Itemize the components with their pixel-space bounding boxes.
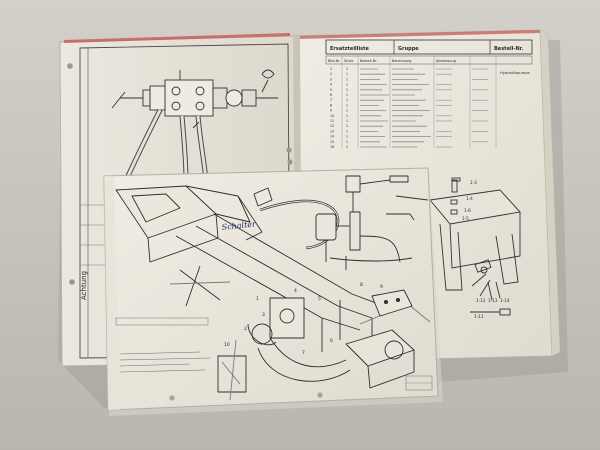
row-qty: 1: [346, 98, 348, 102]
row-pos: 16: [330, 145, 334, 149]
row-pos: 14: [330, 135, 334, 139]
front-drawing-sheet: Schalter 1 2 3 4 5 6 7 8 9 10: [103, 167, 443, 416]
row-qty: 1: [346, 135, 348, 139]
callout-number: 8: [360, 282, 363, 288]
callout-label: 1-11: [474, 314, 484, 319]
caption-block: [115, 317, 211, 373]
col-part: Bestell-Nr.: [360, 59, 377, 63]
row-qty: 1: [346, 145, 348, 149]
row-qty: 1: [346, 67, 348, 71]
callout-label: 1-6: [464, 208, 471, 213]
row-pos: 10: [330, 114, 334, 118]
row-qty: 1: [346, 83, 348, 87]
callout-label: 1-14: [500, 298, 510, 303]
row-qty: 1: [346, 114, 348, 118]
table-row: 16 1: [330, 145, 452, 149]
parts-list-columns: Bild-Nr. Stück Bestell-Nr. Benennung Abm…: [325, 55, 533, 148]
callout-number: 7: [302, 350, 305, 356]
col-name: Benennung: [392, 59, 411, 63]
punch-hole: [286, 147, 292, 153]
row-pos: 9: [330, 109, 332, 113]
row-pos: 5: [330, 88, 332, 92]
table-row: 14 1: [330, 135, 452, 139]
punch-hole: [67, 63, 73, 69]
row-qty: 1: [346, 109, 348, 113]
row-qty: 1: [346, 129, 348, 133]
table-row: 12 1: [330, 124, 427, 128]
callout-label: 1-12: [476, 298, 486, 303]
row-pos: 13: [330, 129, 334, 133]
row-qty: 1: [346, 72, 348, 76]
row-pos: 1: [330, 67, 332, 71]
parts-list-header: Ersatzteilliste Gruppe Bestell-Nr.: [325, 39, 533, 55]
row-qty: 1: [346, 124, 348, 128]
punch-hole: [169, 395, 175, 401]
table-row: 15 1: [330, 140, 488, 144]
row-qty: 1: [346, 119, 348, 123]
col-qty: Stück: [344, 59, 353, 63]
header-order-no: Bestell-Nr.: [494, 46, 523, 52]
callout-number: 9: [380, 284, 383, 290]
handwritten-note: Schalter: [221, 219, 257, 232]
row-pos: 3: [330, 77, 332, 81]
row-pos: 7: [330, 98, 332, 102]
callout-number: 1: [256, 296, 259, 302]
row-qty: 1: [346, 88, 348, 92]
front-callouts: 1 2 3 4 5 6 7 8 9 10: [224, 282, 383, 356]
row-pos: 11: [330, 119, 334, 123]
punch-hole: [287, 159, 293, 165]
callout-label: 1-5: [462, 216, 469, 221]
header-title: Ersatzteilliste: [330, 46, 370, 52]
col-dim: Abmessung: [436, 59, 456, 63]
callout-label: 1-3: [470, 180, 477, 185]
callout-number: 6: [330, 338, 333, 344]
side-note: Hydraulikpumpe: [500, 71, 530, 75]
row-pos: 2: [330, 72, 332, 76]
row-pos: 15: [330, 140, 334, 144]
punch-hole: [317, 392, 323, 398]
punch-hole: [69, 279, 75, 285]
bracket-drawing: [429, 177, 521, 316]
callout-label: 1-4: [466, 196, 473, 201]
table-row: 10 1: [330, 114, 452, 118]
callout-number: 10: [224, 342, 230, 348]
row-qty: 1: [346, 103, 348, 107]
col-pos: Bild-Nr.: [328, 59, 340, 63]
callout-number: 4: [294, 288, 297, 294]
callout-number: 2: [244, 326, 247, 332]
row-pos: 8: [330, 103, 332, 107]
row-qty: 1: [346, 93, 348, 97]
vertical-label: Achtung: [80, 271, 88, 300]
row-qty: 1: [346, 77, 348, 81]
table-row: 13 1: [330, 129, 488, 133]
machine-drawing: [115, 175, 431, 401]
row-pos: 4: [330, 83, 332, 87]
stamp-box: [405, 375, 433, 391]
header-group: Gruppe: [398, 46, 419, 52]
callout-number: 3: [262, 312, 265, 318]
callout-number: 5: [318, 296, 321, 302]
row-pos: 12: [330, 124, 334, 128]
row-pos: 6: [330, 93, 332, 97]
row-qty: 1: [346, 140, 348, 144]
callout-label: 1-13: [488, 298, 498, 303]
